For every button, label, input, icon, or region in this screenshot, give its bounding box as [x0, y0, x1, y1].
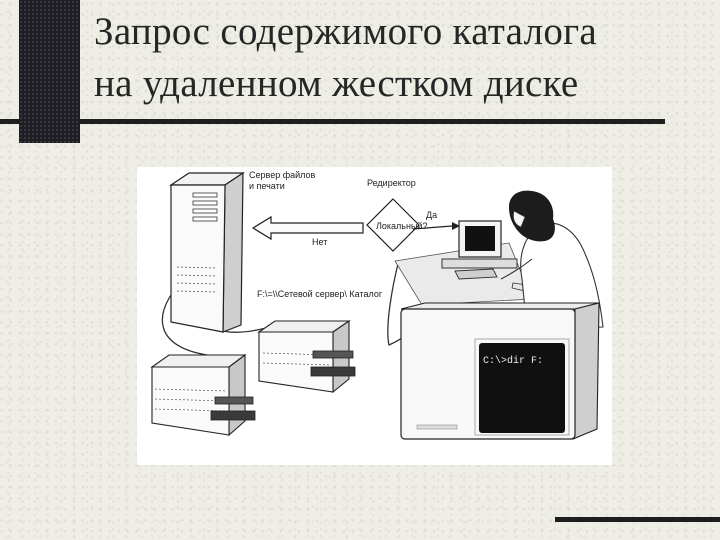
label-local: Локальный?	[376, 221, 427, 231]
slide-title-line-1: Запрос содержимого каталога	[94, 10, 598, 53]
arrow-no-to-server	[251, 215, 364, 241]
label-redirector: Редиректор	[367, 178, 416, 188]
arrow-yes-head	[452, 222, 460, 230]
footer-rule	[555, 517, 720, 522]
arrow-yes-line	[412, 225, 453, 230]
monitor-screen	[479, 343, 565, 433]
label-yes: Да	[426, 210, 437, 220]
label-drive-mapping: F:\=\\Сетевой сервер\ Каталог	[257, 289, 383, 299]
user-arm	[500, 258, 533, 280]
printer-icon-2	[257, 319, 356, 394]
label-server-line2: и печати	[249, 181, 285, 191]
title-rule-left	[0, 119, 19, 124]
workstation-screen	[465, 226, 495, 251]
monitor-closeup	[400, 302, 600, 440]
redirector-flow	[251, 198, 460, 252]
workstation-icon	[394, 220, 533, 306]
printer-icon-1	[150, 353, 256, 437]
slide-title: Запрос содержимого каталога на удаленном…	[94, 6, 714, 110]
file-server-icon	[169, 171, 245, 333]
network-diagram: Сервер файлов и печати Редиректор Локаль…	[137, 167, 612, 465]
screen-command: C:\>dir F:	[483, 355, 543, 367]
system-unit	[441, 258, 518, 269]
decorative-left-bar	[19, 0, 80, 143]
network-diagram-svg: Сервер файлов и печати Редиректор Локаль…	[137, 167, 612, 465]
user-face	[513, 210, 526, 228]
label-no: Нет	[312, 237, 327, 247]
label-server-line1: Сервер файлов	[249, 170, 315, 180]
title-underline	[80, 119, 665, 124]
user-hair	[509, 190, 555, 242]
slide-title-line-2: на удаленном жестком диске	[94, 62, 579, 105]
cable-printer-1	[161, 286, 208, 356]
keyboard	[454, 268, 498, 280]
decision-diamond	[366, 198, 420, 252]
